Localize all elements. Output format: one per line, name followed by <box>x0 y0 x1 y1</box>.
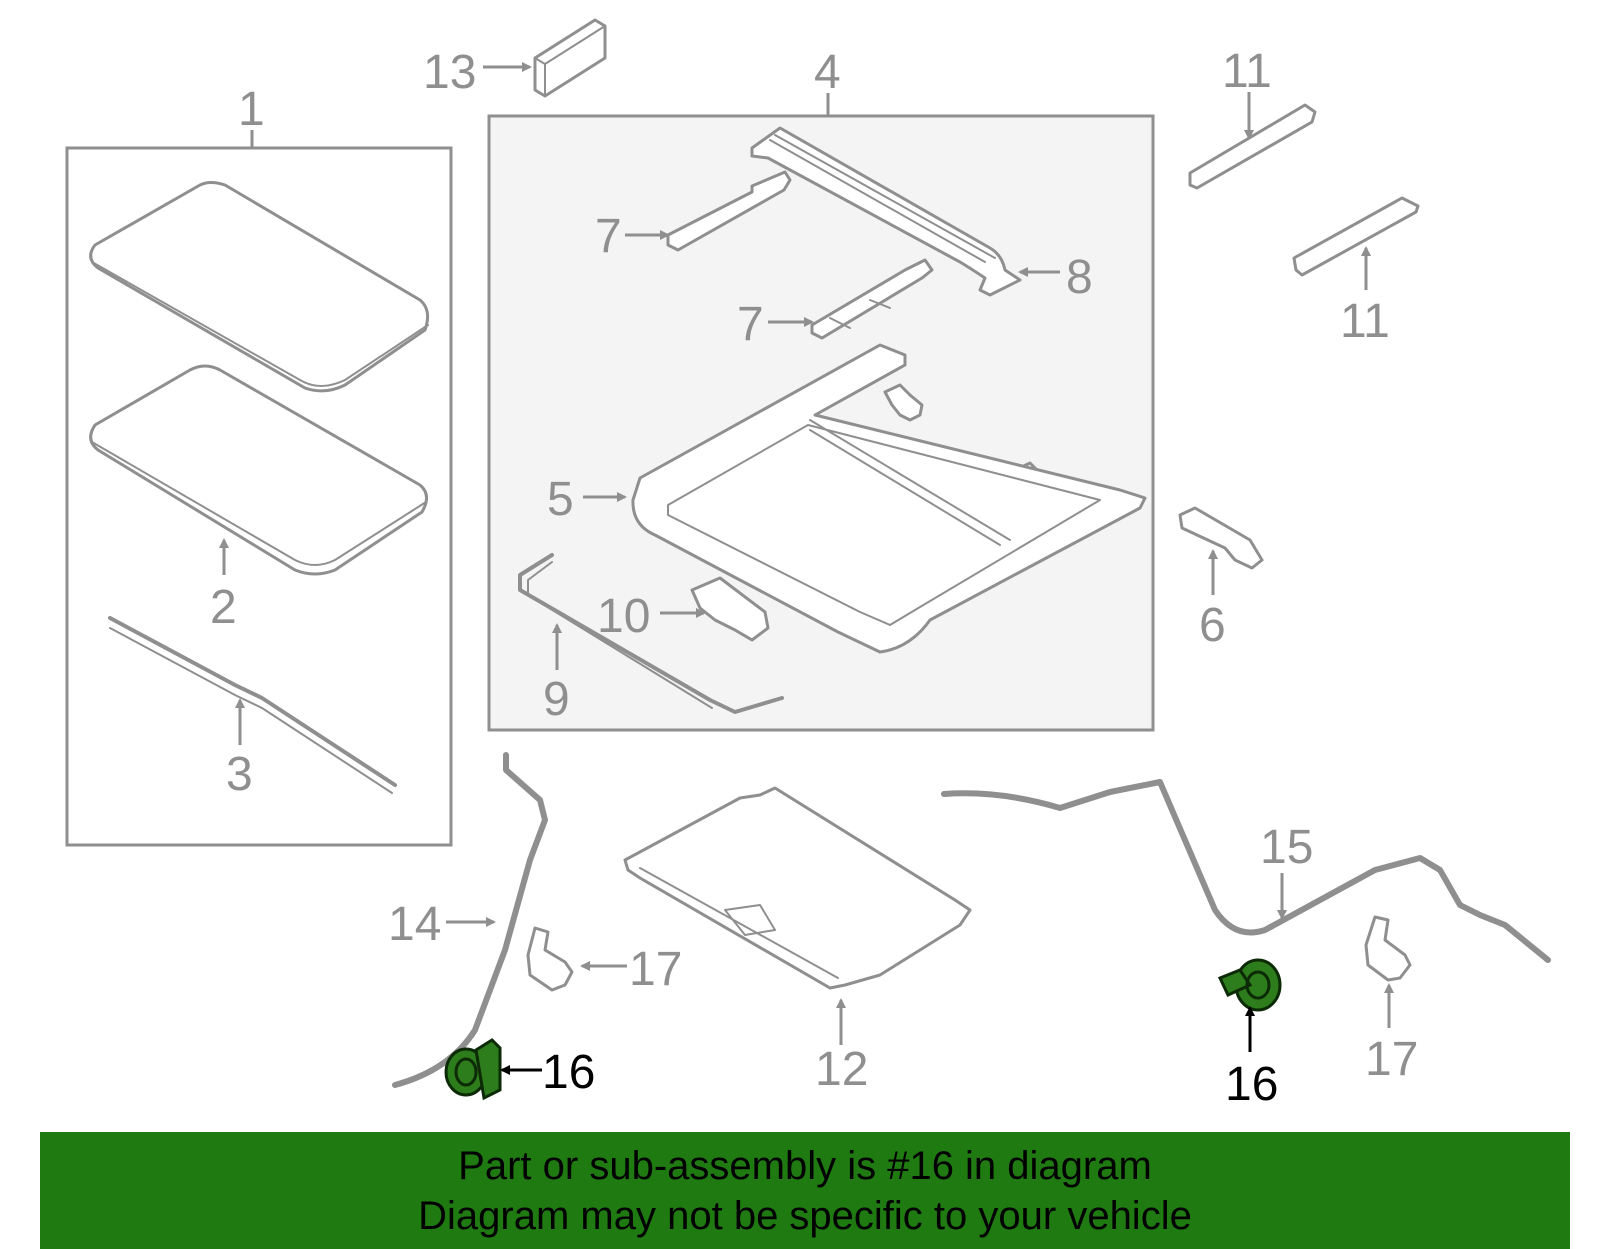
glass-seal <box>89 364 428 576</box>
info-banner-bg <box>40 1132 1570 1249</box>
front-rail <box>750 126 1022 297</box>
callout-8: 8 <box>1066 251 1093 304</box>
callout-17-right: 17 <box>1365 1033 1418 1086</box>
sunroof-frame <box>631 343 1147 654</box>
callout-4: 4 <box>814 46 841 99</box>
bracket-7-lower <box>810 258 934 340</box>
grommet-16-right[interactable] <box>1217 958 1282 1012</box>
callout-9: 9 <box>543 673 570 726</box>
block-13 <box>533 18 607 98</box>
callout-1: 1 <box>238 83 265 136</box>
callout-14: 14 <box>388 898 441 951</box>
banner-line-1: Part or sub-assembly is #16 in diagram <box>458 1143 1152 1188</box>
bracket-6 <box>1178 506 1264 570</box>
rail-11-upper <box>1188 103 1317 190</box>
callout-5: 5 <box>547 473 574 526</box>
banner-line-2: Diagram may not be specific to your vehi… <box>418 1193 1192 1238</box>
callout-10: 10 <box>597 590 650 643</box>
callout-17-left: 17 <box>629 943 682 996</box>
wind-deflector <box>518 553 784 714</box>
callout-7-lower: 7 <box>737 298 764 351</box>
callout-13: 13 <box>423 46 476 99</box>
clip-17-left <box>526 926 574 992</box>
bracket-7-upper <box>666 170 792 252</box>
callout-15: 15 <box>1260 821 1313 874</box>
callout-16-right: 16 <box>1225 1058 1278 1111</box>
callout-2: 2 <box>210 581 237 634</box>
glass-assembly-box <box>65 146 453 847</box>
sunshade <box>623 786 972 990</box>
clip-17-right <box>1364 915 1412 982</box>
drain-hose-front <box>392 752 548 1088</box>
drain-hose-rear <box>941 779 1551 963</box>
info-banner: Part or sub-assembly is #16 in diagram D… <box>40 1132 1570 1249</box>
bolt-upper <box>883 383 924 422</box>
callout-16-left: 16 <box>542 1046 595 1099</box>
callout-3: 3 <box>226 748 253 801</box>
grommet-16-left[interactable] <box>444 1038 502 1101</box>
rail-11-lower <box>1292 196 1420 277</box>
callout-11-lower: 11 <box>1340 295 1390 348</box>
callout-11-upper: 11 <box>1222 45 1272 98</box>
weatherstrip <box>108 616 397 787</box>
callout-6: 6 <box>1199 599 1226 652</box>
callout-7-upper: 7 <box>595 210 622 263</box>
callout-12: 12 <box>815 1043 868 1096</box>
